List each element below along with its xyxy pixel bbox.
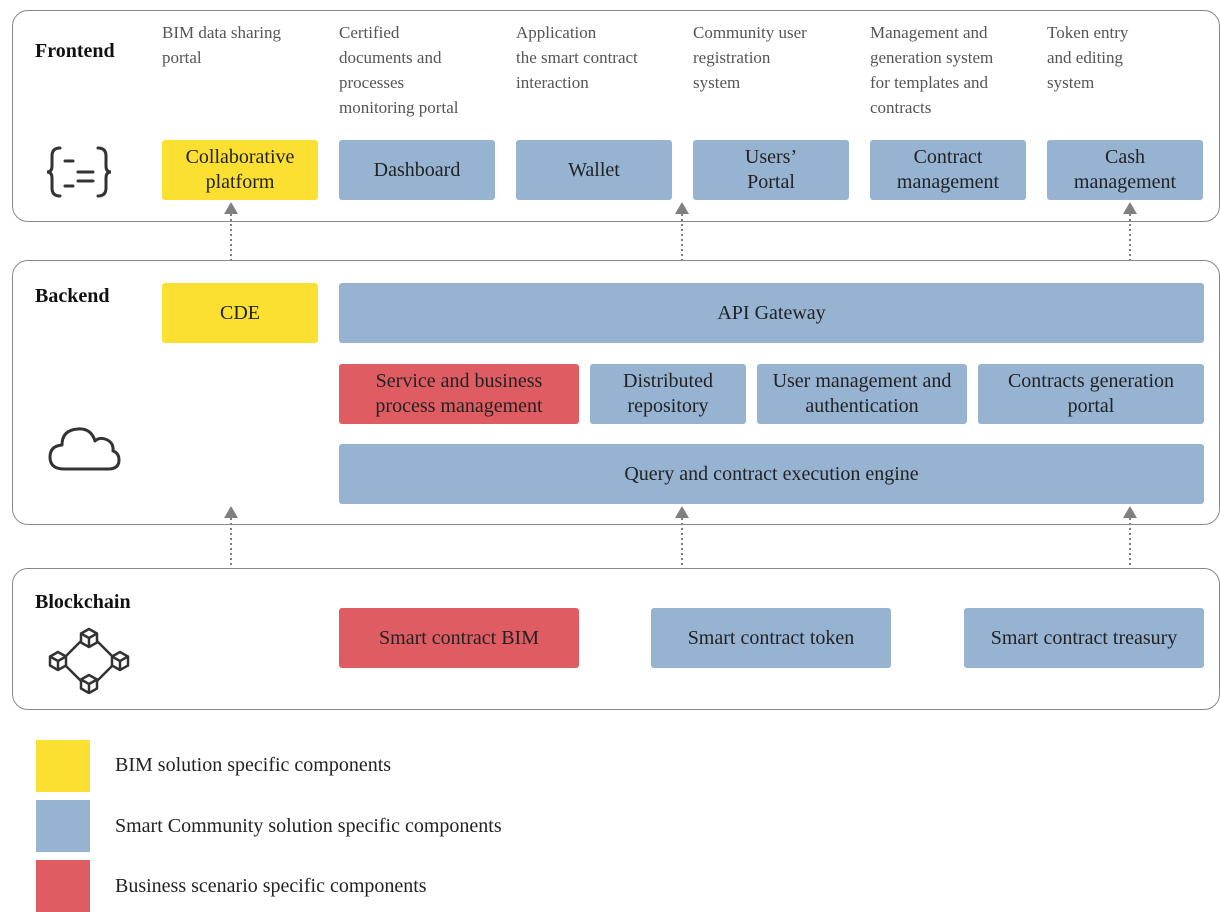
frontend-title: Frontend [35, 40, 115, 62]
code-braces-icon [46, 146, 112, 198]
contract-management-box: Contract management [870, 140, 1026, 200]
frontend-desc-smart-contract-app: Application the smart contract interacti… [516, 23, 638, 92]
dashboard-box: Dashboard [339, 140, 495, 200]
blockchain-title: Blockchain [35, 591, 131, 613]
legend-swatch-bim [36, 740, 90, 792]
backend-title: Backend [35, 285, 110, 307]
service-business-process-box: Service and business process management [339, 364, 579, 424]
api-gateway-box: API Gateway [339, 283, 1204, 343]
legend-label-bim: BIM solution specific components [115, 754, 392, 776]
frontend-desc-templates-system: Management and generation system for tem… [870, 23, 994, 117]
blockchain-cubes-icon [48, 627, 130, 695]
cde-box: CDE [162, 283, 318, 343]
wallet-box: Wallet [516, 140, 672, 200]
frontend-desc-token-system: Token entry and editing system [1047, 23, 1129, 92]
smart-contract-bim-box: Smart contract BIM [339, 608, 579, 668]
contracts-generation-portal-box: Contracts generation portal [978, 364, 1204, 424]
frontend-desc-bim-portal: BIM data sharing portal [162, 23, 281, 67]
query-execution-engine-box: Query and contract execution engine [339, 444, 1204, 504]
users-portal-box: Users’ Portal [693, 140, 849, 200]
legend-swatch-business-scenario [36, 860, 90, 912]
distributed-repository-box: Distributed repository [590, 364, 746, 424]
legend-label-business-scenario: Business scenario specific components [115, 875, 427, 897]
cash-management-box: Cash management [1047, 140, 1203, 200]
legend-label-smart-community: Smart Community solution specific compon… [115, 815, 502, 837]
smart-contract-treasury-box: Smart contract treasury [964, 608, 1204, 668]
cloud-icon [48, 427, 121, 471]
user-management-box: User management and authentication [757, 364, 967, 424]
frontend-desc-user-registration: Community user registration system [693, 23, 807, 92]
smart-contract-token-box: Smart contract token [651, 608, 891, 668]
legend-swatch-smart-community [36, 800, 90, 852]
frontend-desc-monitoring-portal: Certified documents and processes monito… [339, 23, 459, 117]
collaborative-platform-box: Collaborative platform [162, 140, 318, 200]
